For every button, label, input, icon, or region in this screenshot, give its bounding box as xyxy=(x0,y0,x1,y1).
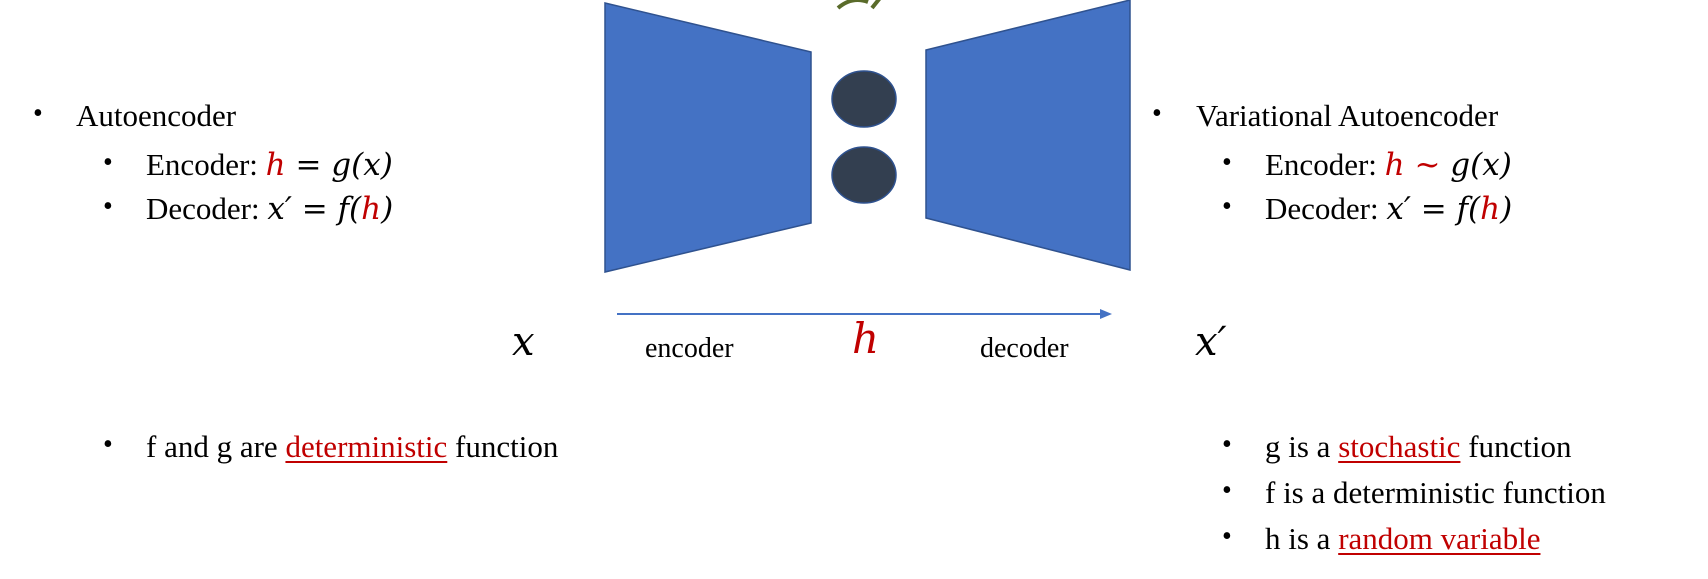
vae-encoder-formula: Encoder: h ~ g(x) xyxy=(1265,149,1512,181)
latent-node-2 xyxy=(831,146,897,204)
decoder-network xyxy=(925,0,1131,271)
bullet: • xyxy=(103,147,113,178)
ae-encoder-formula: Encoder: h = g(x) xyxy=(146,149,393,181)
decoder-text: Decoder: xyxy=(1265,191,1387,226)
encoder-text: Encoder: xyxy=(146,147,266,182)
latent-label: h xyxy=(852,314,880,363)
encoder-text: Encoder: xyxy=(1265,147,1385,182)
bullet: • xyxy=(1222,429,1232,460)
decoder-lhs: x′ = f( xyxy=(1386,191,1481,227)
bullet: • xyxy=(103,191,113,222)
note-text: function xyxy=(1460,429,1572,464)
autoencoder-title: Autoencoder xyxy=(76,98,237,133)
h-var: h xyxy=(1480,191,1501,227)
h-var: h xyxy=(361,191,382,227)
g-of-x: g(x) xyxy=(331,147,393,183)
bullet: • xyxy=(33,98,43,129)
h-var: h xyxy=(265,147,286,183)
note-text: f is a deterministic function xyxy=(1265,475,1606,510)
random-variable-highlight: random variable xyxy=(1338,521,1541,556)
vae-note: f is a deterministic function xyxy=(1265,477,1606,508)
note-text: g is a xyxy=(1265,429,1339,464)
deterministic-highlight: deterministic xyxy=(285,429,448,464)
note-text: function xyxy=(447,429,559,464)
g-of-x: g(x) xyxy=(1450,147,1512,183)
top-fragment xyxy=(836,0,881,10)
bullet: • xyxy=(1222,191,1232,222)
encoder-label: encoder xyxy=(645,333,734,364)
bullet: • xyxy=(1152,98,1162,129)
vae-note: h is a random variable xyxy=(1265,523,1540,554)
note-text: h is a xyxy=(1265,521,1339,556)
h-var: h xyxy=(1384,147,1405,183)
bullet: • xyxy=(1222,521,1232,552)
arrow-head xyxy=(1100,309,1112,319)
ae-decoder-formula: Decoder: x′ = f(h) xyxy=(146,193,393,225)
paren: ) xyxy=(381,191,394,227)
note-text: f and g are xyxy=(146,429,286,464)
bullet: • xyxy=(103,429,113,460)
vae-title: Variational Autoencoder xyxy=(1196,98,1499,133)
relation: ~ xyxy=(1404,147,1451,183)
bullet: • xyxy=(1222,475,1232,506)
bullet: • xyxy=(1222,147,1232,178)
vae-note: g is a stochastic function xyxy=(1265,431,1572,462)
relation: = xyxy=(285,147,332,183)
decoder-label: decoder xyxy=(980,333,1069,364)
input-label: x xyxy=(512,319,535,365)
vae-decoder-formula: Decoder: x′ = f(h) xyxy=(1265,193,1512,225)
encoder-network xyxy=(604,2,812,273)
decoder-text: Decoder: xyxy=(146,191,268,226)
decoder-lhs: x′ = f( xyxy=(267,191,362,227)
stochastic-highlight: stochastic xyxy=(1338,429,1461,464)
ae-note: f and g are deterministic function xyxy=(146,431,558,462)
output-label: x′ xyxy=(1195,319,1227,365)
latent-node-1 xyxy=(831,70,897,128)
paren: ) xyxy=(1500,191,1513,227)
